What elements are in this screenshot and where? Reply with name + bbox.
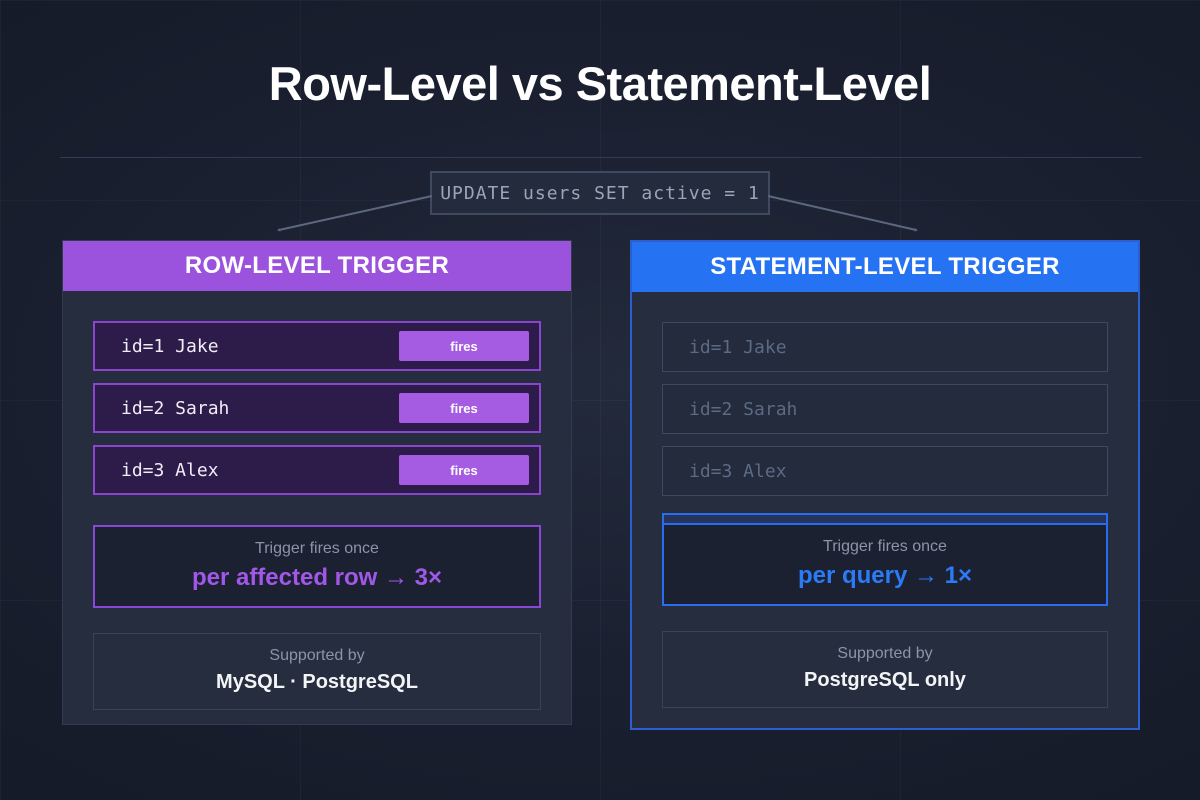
row-label: id=1 Jake xyxy=(121,335,219,357)
row-level-panel-header: ROW-LEVEL TRIGGER xyxy=(63,241,571,291)
table-row: id=3 Alex xyxy=(662,446,1108,496)
arrow-connector-to-left-panel xyxy=(279,195,433,230)
supported-by-box: Supported by MySQL · PostgreSQL xyxy=(93,633,541,710)
row-level-panel-body: id=1 Jake fires id=2 Sarah fires id=3 Al… xyxy=(63,291,571,710)
table-row: id=1 Jake fires xyxy=(93,321,541,371)
row-level-panel: ROW-LEVEL TRIGGER id=1 Jake fires id=2 S… xyxy=(62,240,572,725)
trigger-frequency-value: per query → 1× xyxy=(797,562,973,589)
fires-badge: fires xyxy=(399,393,529,423)
page-title: Row-Level vs Statement-Level xyxy=(268,57,932,110)
arrow-connector-to-right-panel xyxy=(767,195,916,230)
trigger-frequency-value: per affected row → 3× xyxy=(191,564,443,591)
supported-by-value: MySQL · PostgreSQL xyxy=(216,671,418,693)
row-label: id=2 Sarah xyxy=(121,397,230,419)
supported-by-box: Supported by PostgreSQL only xyxy=(662,631,1108,708)
table-row: id=2 Sarah xyxy=(662,384,1108,434)
statement-highlight-band xyxy=(664,515,1106,525)
sql-query-box: UPDATE users SET active = 1 xyxy=(430,171,770,215)
title-divider xyxy=(60,157,1142,158)
table-row: id=1 Jake xyxy=(662,322,1108,372)
fires-badge: fires xyxy=(399,455,529,485)
row-level-panel-title: ROW-LEVEL TRIGGER xyxy=(184,252,450,279)
fires-badge: fires xyxy=(399,331,529,361)
statement-level-panel-title: STATEMENT-LEVEL TRIGGER xyxy=(710,253,1060,280)
statement-level-panel: STATEMENT-LEVEL TRIGGER id=1 Jake id=2 S… xyxy=(630,240,1140,730)
trigger-frequency-box: Trigger fires once per affected row → 3× xyxy=(93,525,541,608)
trigger-frequency-box: Trigger fires once per query → 1× xyxy=(662,513,1108,606)
row-label: id=3 Alex xyxy=(121,459,219,481)
supported-by-value: PostgreSQL only xyxy=(804,669,966,691)
supported-by-caption: Supported by xyxy=(837,645,933,662)
row-label: id=2 Sarah xyxy=(689,398,798,420)
statement-level-panel-header: STATEMENT-LEVEL TRIGGER xyxy=(632,242,1138,292)
trigger-frequency-caption: Trigger fires once xyxy=(823,538,947,555)
row-label: id=1 Jake xyxy=(689,336,787,358)
trigger-frequency-caption: Trigger fires once xyxy=(255,540,379,557)
table-row: id=3 Alex fires xyxy=(93,445,541,495)
row-label: id=3 Alex xyxy=(689,460,787,482)
sql-query-text: UPDATE users SET active = 1 xyxy=(440,182,760,204)
supported-by-caption: Supported by xyxy=(269,647,365,664)
table-row: id=2 Sarah fires xyxy=(93,383,541,433)
statement-level-panel-body: id=1 Jake id=2 Sarah id=3 Alex Trigger f… xyxy=(632,292,1138,708)
